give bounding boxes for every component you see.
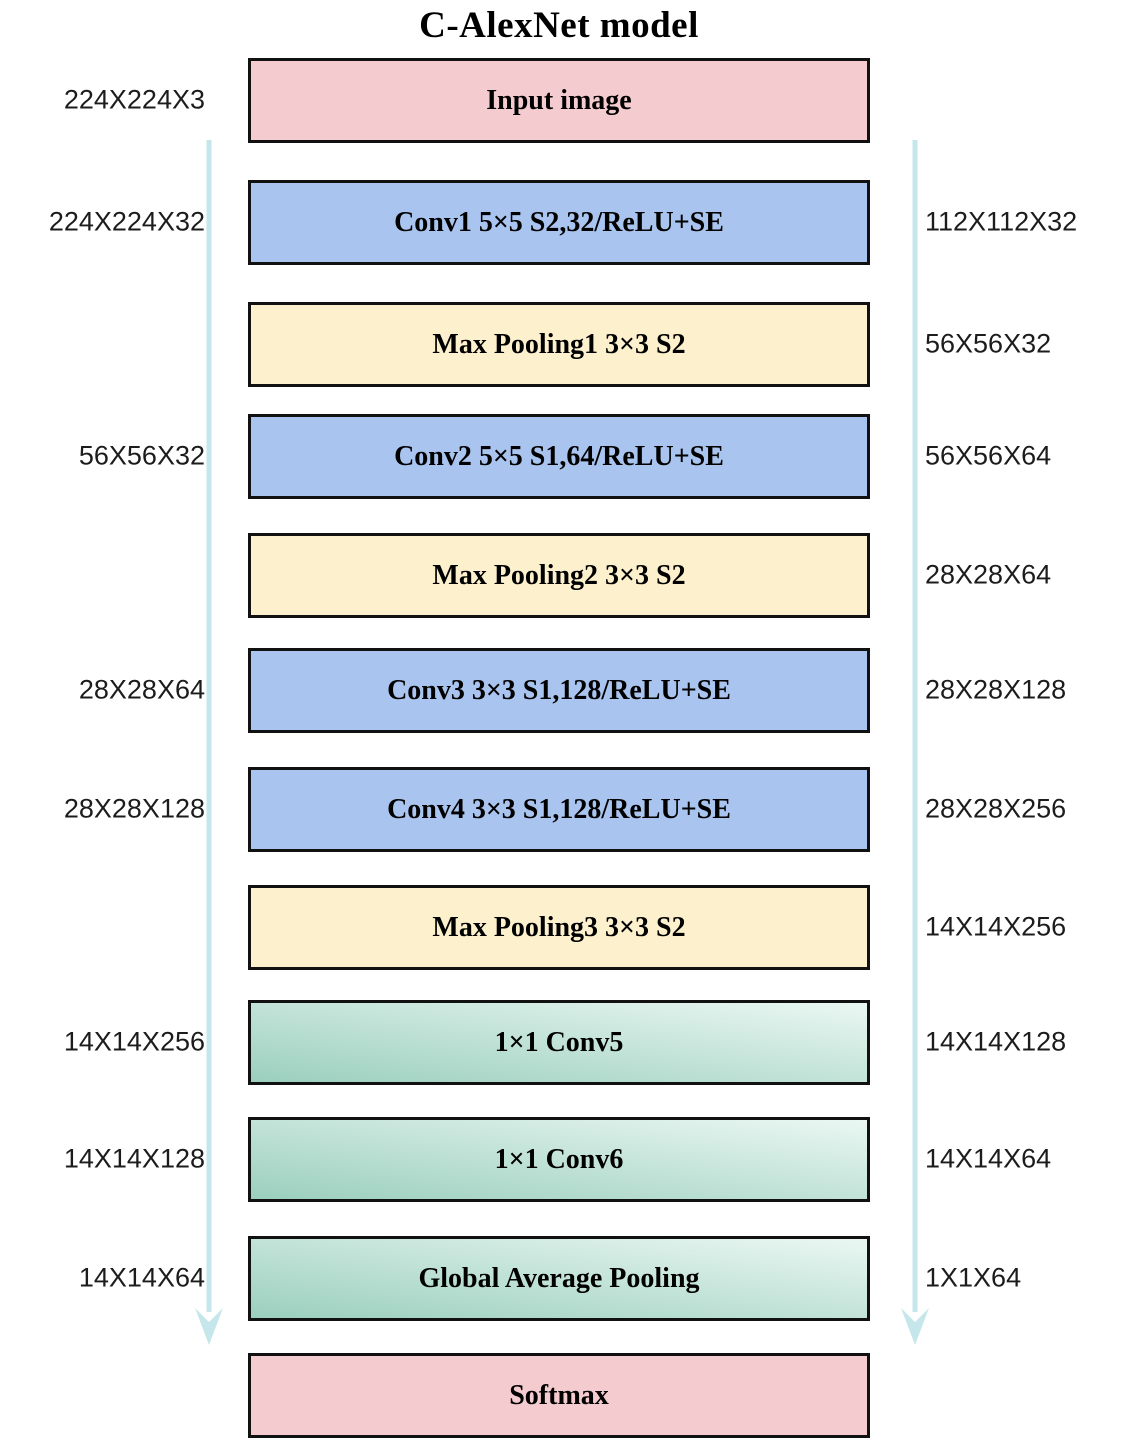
layer-label: Max Pooling1 3×3 S2: [432, 328, 686, 360]
layer-label: Conv4 3×3 S1,128/ReLU+SE: [387, 793, 731, 825]
left-dim-label: 28X28X128: [63, 793, 205, 824]
layer-box-input-0: Input image: [248, 58, 870, 143]
layer-label: Max Pooling3 3×3 S2: [432, 911, 686, 943]
right-dim-label: 28X28X64: [925, 559, 1052, 590]
right-dim-label: 14X14X64: [925, 1143, 1052, 1174]
diagram-title: C-AlexNet model: [419, 5, 699, 46]
layer-box-pool-7: Max Pooling3 3×3 S2: [248, 885, 870, 970]
left-dim-label: 224X224X32: [48, 206, 205, 237]
left-dim-label: 28X28X64: [78, 674, 205, 705]
right-dim-label: 1X1X64: [925, 1262, 1022, 1293]
right-flow-arrow-icon: [901, 140, 929, 1345]
left-dim-label: 224X224X3: [63, 84, 205, 115]
layer-label: Input image: [486, 84, 632, 116]
layer-label: Conv3 3×3 S1,128/ReLU+SE: [387, 674, 731, 706]
layer-box-conv-6: Conv4 3×3 S1,128/ReLU+SE: [248, 767, 870, 852]
layer-label: Conv1 5×5 S2,32/ReLU+SE: [394, 206, 724, 238]
layer-box-pool-2: Max Pooling1 3×3 S2: [248, 302, 870, 387]
right-dim-label: 14X14X128: [925, 1026, 1067, 1057]
layer-label: 1×1 Conv5: [494, 1026, 624, 1058]
left-dim-label: 56X56X32: [78, 440, 205, 471]
layer-box-conv-3: Conv2 5×5 S1,64/ReLU+SE: [248, 414, 870, 499]
layer-label: Conv2 5×5 S1,64/ReLU+SE: [394, 440, 724, 472]
layer-box-gap-10: Global Average Pooling: [248, 1236, 870, 1321]
layer-box-conv1x1-8: 1×1 Conv5: [248, 1000, 870, 1085]
left-dim-label: 14X14X64: [78, 1262, 205, 1293]
layer-label: Softmax: [509, 1379, 609, 1411]
layer-box-conv-1: Conv1 5×5 S2,32/ReLU+SE: [248, 180, 870, 265]
layer-label: Max Pooling2 3×3 S2: [432, 559, 686, 591]
left-dim-label: 14X14X256: [63, 1026, 205, 1057]
layer-box-conv1x1-9: 1×1 Conv6: [248, 1117, 870, 1202]
right-dim-label: 28X28X128: [925, 674, 1067, 705]
layer-box-softmax-11: Softmax: [248, 1353, 870, 1438]
right-dim-label: 28X28X256: [925, 793, 1067, 824]
layer-box-conv-5: Conv3 3×3 S1,128/ReLU+SE: [248, 648, 870, 733]
left-flow-arrow-icon: [195, 140, 223, 1345]
right-dim-label: 56X56X64: [925, 440, 1052, 471]
right-dim-label: 56X56X32: [925, 328, 1052, 359]
right-dim-label: 14X14X256: [925, 911, 1067, 942]
right-dim-label: 112X112X32: [925, 206, 1078, 237]
layer-box-pool-4: Max Pooling2 3×3 S2: [248, 533, 870, 618]
left-dim-label: 14X14X128: [63, 1143, 205, 1174]
layer-label: Global Average Pooling: [418, 1262, 700, 1294]
layer-label: 1×1 Conv6: [494, 1143, 624, 1175]
